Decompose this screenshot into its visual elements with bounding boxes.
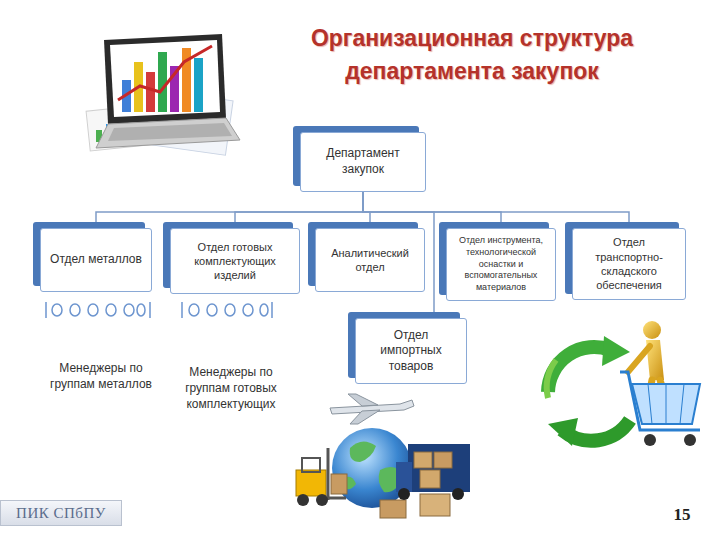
- department-box: Отдел готовых комплектующих изделий: [170, 228, 300, 294]
- connector-line: [235, 192, 363, 228]
- manager-note: Менеджеры по группам металлов: [42, 360, 160, 392]
- logo-text: ПИК СПбПУ: [0, 500, 122, 526]
- department-box: Аналитический отдел: [315, 228, 425, 292]
- connector-line: [363, 192, 501, 228]
- box-text: Отдел транспортно-складского обеспечения: [579, 235, 679, 292]
- department-box: Департамент закупок: [300, 132, 426, 192]
- box-text: Аналитический отдел: [322, 246, 418, 275]
- page-number: 15: [664, 505, 700, 525]
- department-box: Отдел импортных товаров: [355, 318, 467, 384]
- box-text: Отдел готовых комплектующих изделий: [177, 240, 293, 283]
- recycle-cart-illustration: [547, 321, 700, 446]
- manager-circles: [46, 302, 272, 318]
- box-text: Отдел импортных товаров: [362, 328, 460, 375]
- department-box: Отдел транспортно-складского обеспечения: [572, 228, 686, 300]
- connector-line: [96, 192, 363, 228]
- laptop-chart: [86, 34, 240, 155]
- manager-note: Менеджеры по группам готовых комплектующ…: [170, 364, 292, 413]
- box-text: Отдел инструмента, технологической оснас…: [453, 235, 549, 293]
- department-box: Отдел металлов: [40, 228, 152, 292]
- connector-line: [363, 192, 629, 228]
- slide-title: Организационная структура департамента з…: [262, 22, 682, 89]
- box-text: Отдел металлов: [50, 252, 142, 268]
- connector-line: [363, 192, 370, 228]
- department-box: Отдел инструмента, технологической оснас…: [446, 228, 556, 301]
- box-text: Департамент закупок: [307, 146, 419, 177]
- logistics-illustration: [296, 394, 470, 518]
